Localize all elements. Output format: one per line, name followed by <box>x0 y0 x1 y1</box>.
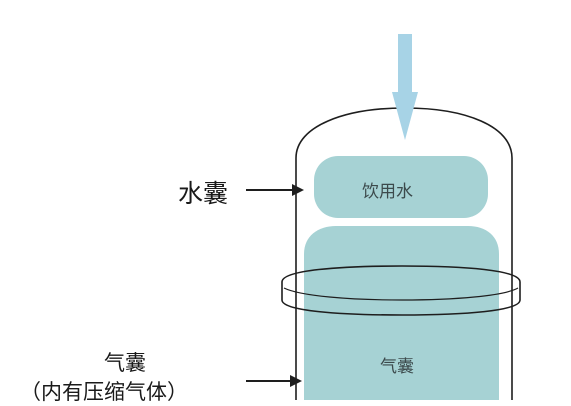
tank-band-inner-line <box>283 287 519 301</box>
down-arrow-icon <box>392 34 418 140</box>
air-bag <box>304 226 499 400</box>
air-bag-inner-text: 气囊 <box>380 357 414 377</box>
drinking-water-text: 饮用水 <box>362 182 413 202</box>
air-bag-label: 气囊 <box>104 351 146 375</box>
right-arrow-icon <box>246 184 304 196</box>
air-bag-note: （内有压缩气体） <box>20 380 188 404</box>
tank-band <box>281 265 521 316</box>
right-arrow-icon <box>246 375 302 387</box>
water-bag <box>314 156 488 218</box>
water-bag-label: 水囊 <box>178 179 229 208</box>
